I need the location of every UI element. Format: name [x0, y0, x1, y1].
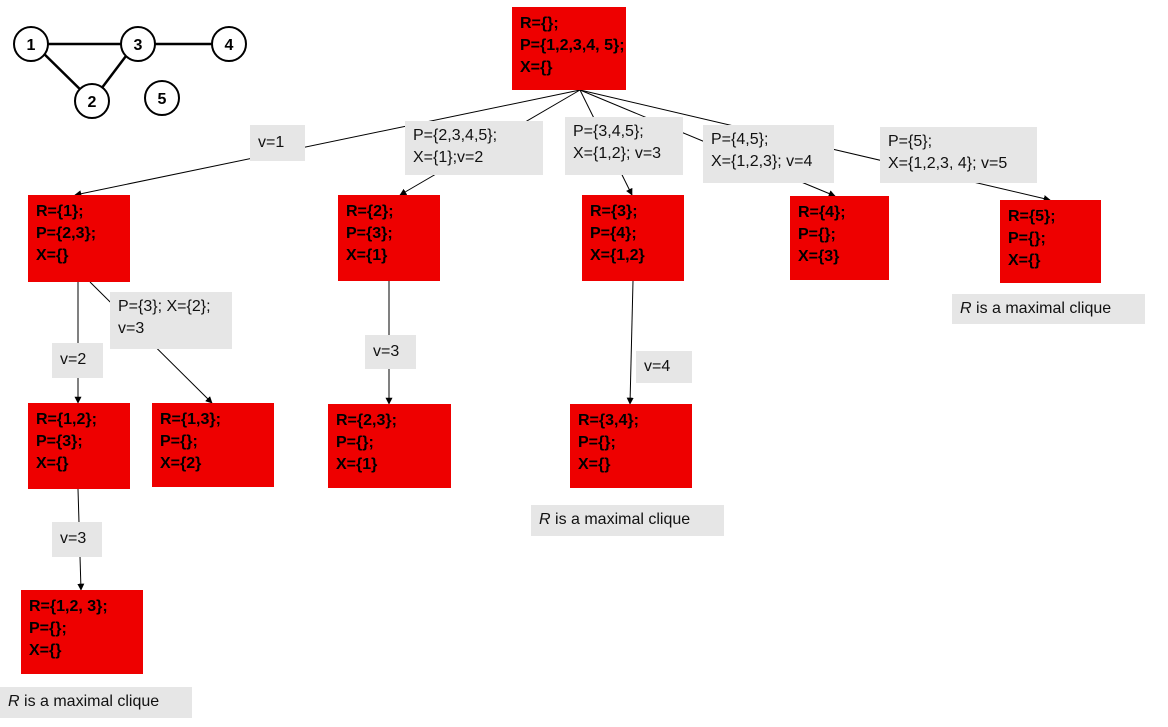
- node-p: P={};: [578, 434, 616, 451]
- edge-root-n1: [74, 89, 581, 198]
- node-p: P={};: [29, 620, 67, 637]
- node-r: R={2,3};: [336, 412, 397, 429]
- tree-node-r23: R={2,3}; P={}; X={1}: [328, 404, 451, 488]
- edge-label-n12-n123: v=3: [52, 522, 102, 557]
- node-p: P={3};: [36, 433, 83, 450]
- node-p: P={};: [798, 226, 836, 243]
- tree-node-r2: R={2}; P={3}; X={1}: [338, 195, 440, 281]
- node-p: P={};: [160, 433, 198, 450]
- edge-label-n1-n12: v=2: [52, 343, 103, 378]
- maximal-clique-note-r34: R is a maximal clique: [531, 505, 724, 536]
- edge-label-n1-n13: P={3}; X={2}; v=3: [110, 292, 232, 349]
- graph-vertex-3: [120, 26, 156, 62]
- node-r: R={4};: [798, 204, 846, 221]
- graph-vertex-2: [74, 83, 110, 119]
- node-x: X={}: [578, 456, 611, 473]
- node-r: R={1,2};: [36, 411, 97, 428]
- node-x: X={}: [29, 642, 62, 659]
- node-x: X={2}: [160, 455, 202, 472]
- node-x: X={1}: [336, 456, 378, 473]
- node-r: R={3,4};: [578, 412, 639, 429]
- node-p: P={4};: [590, 225, 637, 242]
- node-p: P={};: [1008, 230, 1046, 247]
- tree-node-r13: R={1,3}; P={}; X={2}: [152, 403, 274, 487]
- node-p: P={2,3};: [36, 225, 97, 242]
- node-r: R={1};: [36, 203, 84, 220]
- graph-vertex-3-label: 3: [134, 37, 143, 54]
- tree-node-r12: R={1,2}; P={3}; X={}: [28, 403, 130, 489]
- tree-node-r5: R={5}; P={}; X={}: [1000, 200, 1101, 283]
- input-graph: 1 2 3 4 5: [13, 26, 247, 119]
- graph-vertex-1-label: 1: [27, 37, 36, 54]
- graph-vertex-4-label: 4: [225, 37, 234, 54]
- node-x: X={}: [1008, 252, 1041, 269]
- node-r: R={2};: [346, 203, 394, 220]
- node-p: P={1,2,3,4, 5};: [520, 37, 625, 54]
- maximal-clique-note-r123: R is a maximal clique: [0, 687, 192, 718]
- edge-label-root-n2: P={2,3,4,5}; X={1};v=2: [405, 121, 543, 175]
- node-r: R={3};: [590, 203, 638, 220]
- graph-vertex-5: [144, 80, 180, 116]
- node-r: R={};: [520, 15, 559, 32]
- node-x: X={}: [520, 59, 553, 76]
- edge-n3-n34: [626, 280, 634, 405]
- node-p: P={};: [336, 434, 374, 451]
- tree-node-r4: R={4}; P={}; X={3}: [790, 196, 889, 280]
- node-r: R={1,3};: [160, 411, 221, 428]
- edge-label-root-n1: v=1: [250, 125, 305, 161]
- tree-node-r123: R={1,2, 3}; P={}; X={}: [21, 590, 143, 674]
- node-r: R={5};: [1008, 208, 1056, 225]
- tree-node-root: R={}; P={1,2,3,4, 5}; X={}: [512, 7, 626, 90]
- node-p: P={3};: [346, 225, 393, 242]
- tree-node-r1: R={1}; P={2,3}; X={}: [28, 195, 130, 282]
- node-x: X={}: [36, 455, 69, 472]
- node-x: X={3}: [798, 248, 840, 265]
- graph-vertex-5-label: 5: [158, 91, 167, 108]
- node-r: R={1,2, 3};: [29, 598, 108, 615]
- graph-vertex-1: [13, 26, 49, 62]
- edge-label-root-n4: P={4,5}; X={1,2,3}; v=4: [703, 125, 834, 183]
- maximal-clique-note-r5: R is a maximal clique: [952, 294, 1145, 324]
- tree-node-r34: R={3,4}; P={}; X={}: [570, 404, 692, 488]
- graph-vertex-2-label: 2: [88, 94, 97, 111]
- edge-label-n3-n34: v=4: [636, 351, 692, 383]
- edge-label-root-n5: P={5}; X={1,2,3, 4}; v=5: [880, 127, 1037, 183]
- node-x: X={1}: [346, 247, 388, 264]
- graph-vertex-4: [211, 26, 247, 62]
- tree-node-r3: R={3}; P={4}; X={1,2}: [582, 195, 684, 281]
- node-x: X={1,2}: [590, 247, 645, 264]
- edge-label-n2-n23: v=3: [365, 335, 416, 369]
- edge-label-root-n3: P={3,4,5}; X={1,2}; v=3: [565, 117, 683, 175]
- node-x: X={}: [36, 247, 69, 264]
